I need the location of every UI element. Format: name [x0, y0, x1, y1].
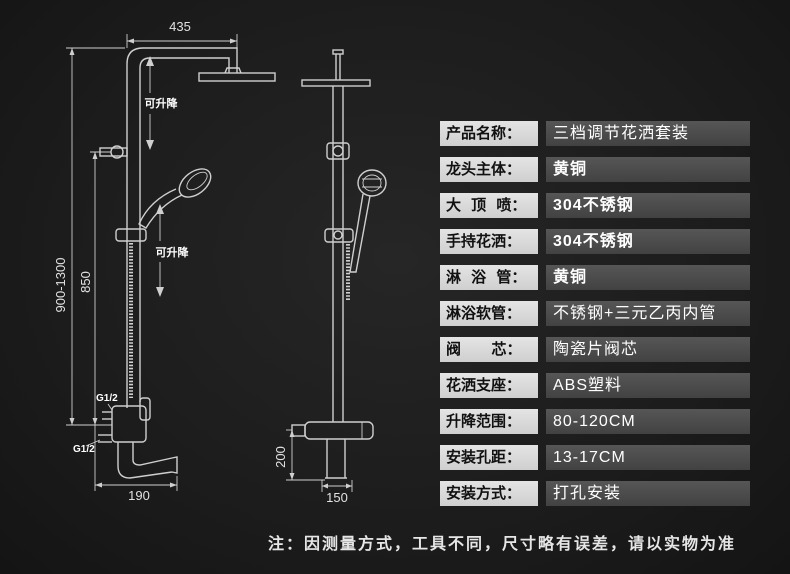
- bath-spout: [117, 442, 178, 479]
- spec-row-valve-core: 阀 芯： 陶瓷片阀芯: [440, 337, 750, 362]
- spec-row-shower-pipe: 淋 浴 管： 黄铜: [440, 265, 750, 290]
- shower-column: [126, 47, 238, 408]
- lift-arrow-top: 可升降: [145, 56, 179, 150]
- total-height-label: 900-1300: [53, 258, 68, 313]
- shower-holder: [115, 228, 147, 242]
- spec-value: 304不锈钢: [546, 229, 750, 254]
- upper-bracket-side: [326, 142, 350, 160]
- mixer-valve-side: [291, 421, 374, 479]
- spec-label: 产品名称：: [440, 121, 538, 146]
- spout-dimension: 190: [94, 425, 178, 503]
- lift-label-top: 可升降: [145, 96, 179, 110]
- side-view: 200 150: [273, 49, 387, 505]
- spec-row-top-shower: 大 顶 喷： 304不锈钢: [440, 193, 750, 218]
- measurement-note: 注：因测量方式，工具不同，尺寸略有误差，请以实物为准: [268, 536, 737, 553]
- spec-label: 大 顶 喷：: [440, 193, 538, 218]
- spec-value: 三档调节花洒套装: [546, 121, 750, 146]
- spec-row-lift-range: 升降范围： 80-120CM: [440, 409, 750, 434]
- spec-label: 安装孔距：: [440, 445, 538, 470]
- mixer-valve: G1/2 G1/2: [73, 393, 151, 455]
- total-height-dimension: 900-1300: [53, 47, 125, 426]
- spec-row-body: 龙头主体： 黄铜: [440, 157, 750, 182]
- mixer-height-dimension: 200: [273, 429, 325, 481]
- spec-label: 手持花洒：: [440, 229, 538, 254]
- spec-row-hand-shower: 手持花洒： 304不锈钢: [440, 229, 750, 254]
- spec-row-holder: 花洒支座： ABS塑料: [440, 373, 750, 398]
- spec-value: 黄铜: [546, 157, 750, 182]
- spec-label: 淋浴软管：: [440, 301, 538, 326]
- spec-row-product-name: 产品名称： 三档调节花洒套装: [440, 121, 750, 146]
- spec-label: 安装方式：: [440, 481, 538, 506]
- spec-value: 不锈钢+三元乙丙内管: [546, 301, 750, 326]
- spec-value: 打孔安装: [546, 481, 750, 506]
- spec-value: 13-17CM: [546, 445, 750, 470]
- spec-row-hose: 淋浴软管： 不锈钢+三元乙丙内管: [440, 301, 750, 326]
- width-dim-label: 435: [169, 19, 191, 34]
- hand-shower: [138, 168, 212, 229]
- width-dimension: 435: [126, 19, 238, 48]
- lift-arrow-mid: 可升降: [156, 204, 190, 297]
- lift-label-mid: 可升降: [156, 245, 190, 259]
- bracket-height-label: 850: [78, 271, 93, 293]
- spec-label: 花洒支座：: [440, 373, 538, 398]
- spec-row-hole-distance: 安装孔距： 13-17CM: [440, 445, 750, 470]
- spec-value: 陶瓷片阀芯: [546, 337, 750, 362]
- hand-shower-side: [349, 169, 387, 273]
- spec-label: 龙头主体：: [440, 157, 538, 182]
- spout-width-dimension: 150: [321, 480, 353, 505]
- spec-value: 80-120CM: [546, 409, 750, 434]
- spec-value: 304不锈钢: [546, 193, 750, 218]
- spout-width-label: 150: [326, 490, 348, 505]
- spec-value: 黄铜: [546, 265, 750, 290]
- spec-value: ABS塑料: [546, 373, 750, 398]
- top-shower-head: [198, 72, 276, 82]
- technical-drawing: 435 可升降 900-1300: [53, 19, 387, 505]
- front-view: 435 可升降 900-1300: [53, 19, 276, 503]
- spec-label: 升降范围：: [440, 409, 538, 434]
- top-shower-head-side: [301, 79, 371, 87]
- spec-label: 淋 浴 管：: [440, 265, 538, 290]
- spec-table: 产品名称： 三档调节花洒套装 龙头主体： 黄铜 大 顶 喷： 304不锈钢 手持…: [440, 121, 750, 517]
- spec-row-install-method: 安装方式： 打孔安装: [440, 481, 750, 506]
- inlet-lower-label: G1/2: [73, 444, 95, 455]
- bracket-height-dimension: 850: [78, 151, 111, 425]
- mixer-height-label: 200: [273, 446, 288, 468]
- shower-holder-side: [324, 228, 354, 243]
- inlet-upper-label: G1/2: [96, 393, 118, 404]
- spec-label: 阀 芯：: [440, 337, 538, 362]
- spout-dim-label: 190: [128, 488, 150, 503]
